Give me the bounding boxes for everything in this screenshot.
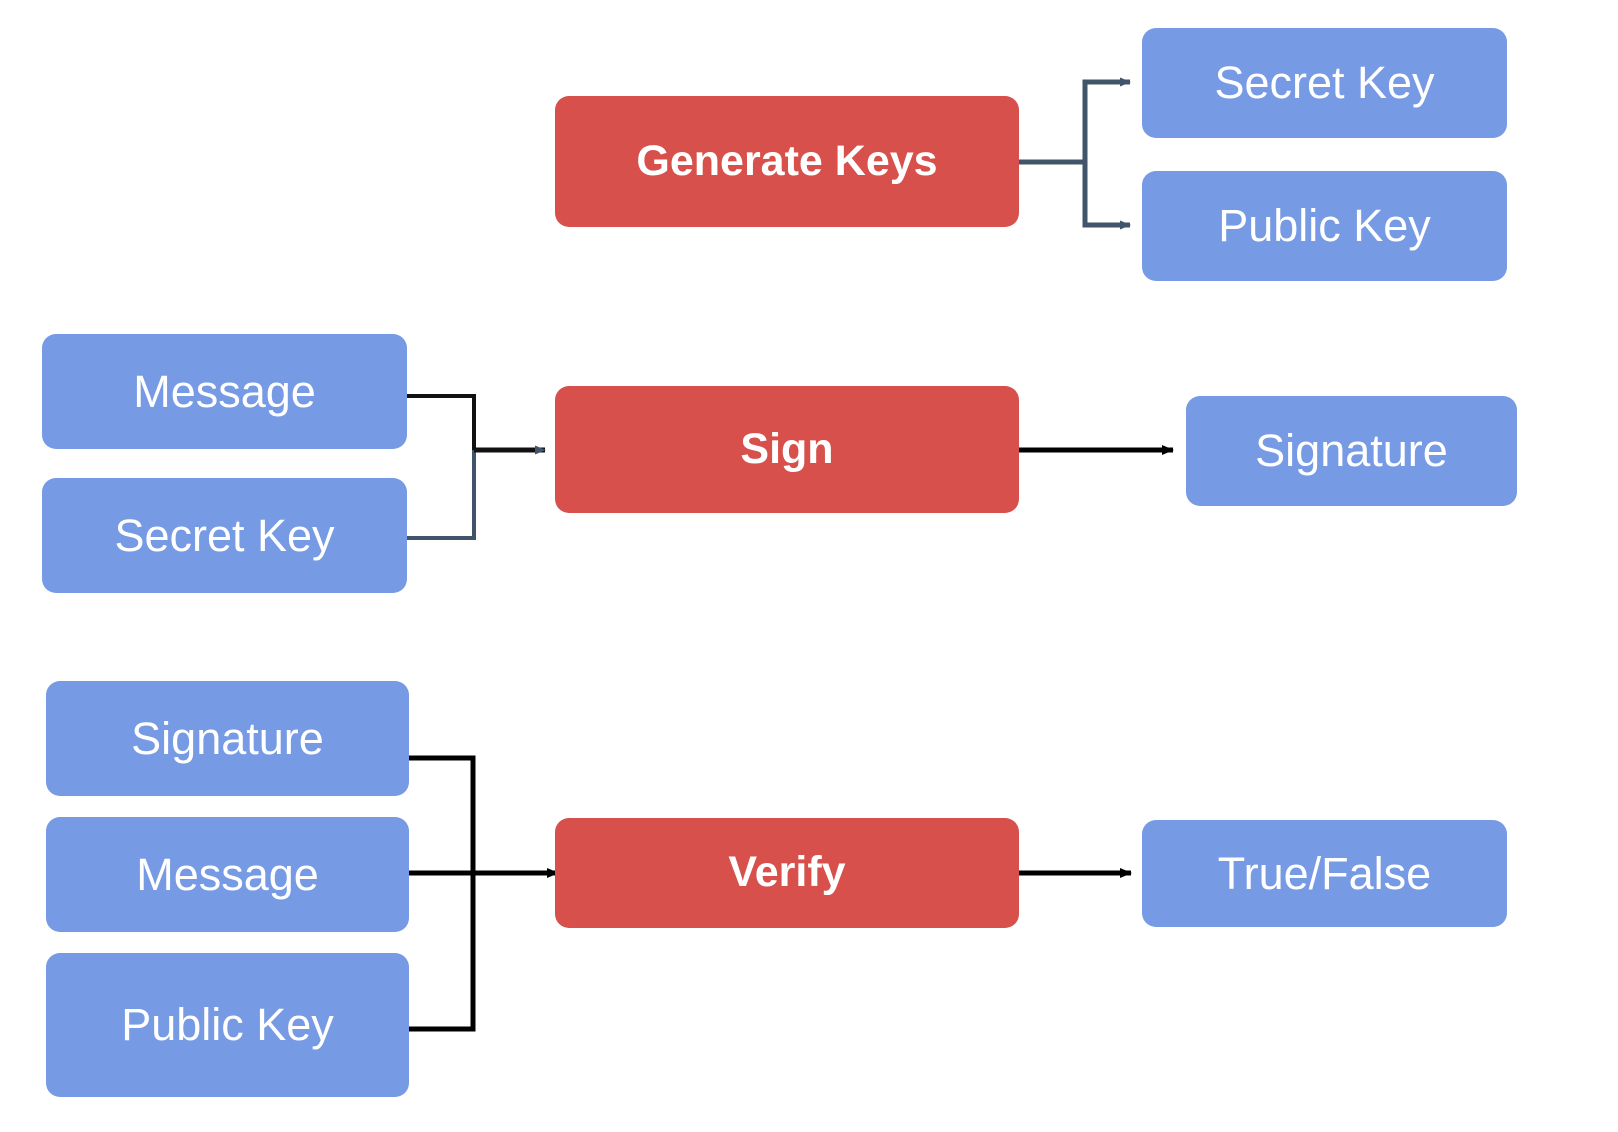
node-public-key-verify-input[interactable]: Public Key (46, 953, 409, 1097)
edge-generate-keys-to-public-key (1082, 162, 1131, 230)
node-secret-key-sign-input-label: Secret Key (114, 509, 335, 561)
edge-secret-key-to-sign (407, 450, 476, 540)
node-secret-key-sign-input[interactable]: Secret Key (42, 478, 407, 593)
node-verify[interactable]: Verify (555, 818, 1019, 928)
node-secret-key-output-label: Secret Key (1214, 57, 1435, 109)
node-secret-key-output[interactable]: Secret Key (1142, 28, 1507, 138)
node-message-verify-input[interactable]: Message (46, 817, 409, 932)
node-generate-keys-label: Generate Keys (636, 136, 938, 185)
edge-message-to-sign (407, 394, 476, 450)
node-message-sign-input[interactable]: Message (42, 334, 407, 449)
edge-public-key-to-verify (409, 873, 476, 1032)
node-generate-keys[interactable]: Generate Keys (555, 96, 1019, 227)
node-signature-output-label: Signature (1255, 425, 1448, 477)
node-signature-verify-input-label: Signature (131, 712, 324, 764)
node-sign-label: Sign (740, 424, 834, 473)
node-verify-label: Verify (728, 848, 846, 897)
node-public-key-output[interactable]: Public Key (1142, 171, 1507, 281)
node-signature-verify-input[interactable]: Signature (46, 681, 409, 796)
node-sign[interactable]: Sign (555, 386, 1019, 513)
edge-signature-to-verify (409, 755, 476, 873)
node-message-sign-input-label: Message (133, 365, 316, 417)
node-signature-output[interactable]: Signature (1186, 396, 1517, 506)
node-message-verify-input-label: Message (136, 848, 319, 900)
node-public-key-output-label: Public Key (1218, 200, 1431, 252)
node-public-key-verify-input-label: Public Key (121, 999, 334, 1051)
edge-generate-keys-to-secret-key (1018, 77, 1131, 165)
node-true-false-output[interactable]: True/False (1142, 820, 1507, 927)
node-true-false-output-label: True/False (1217, 847, 1432, 899)
